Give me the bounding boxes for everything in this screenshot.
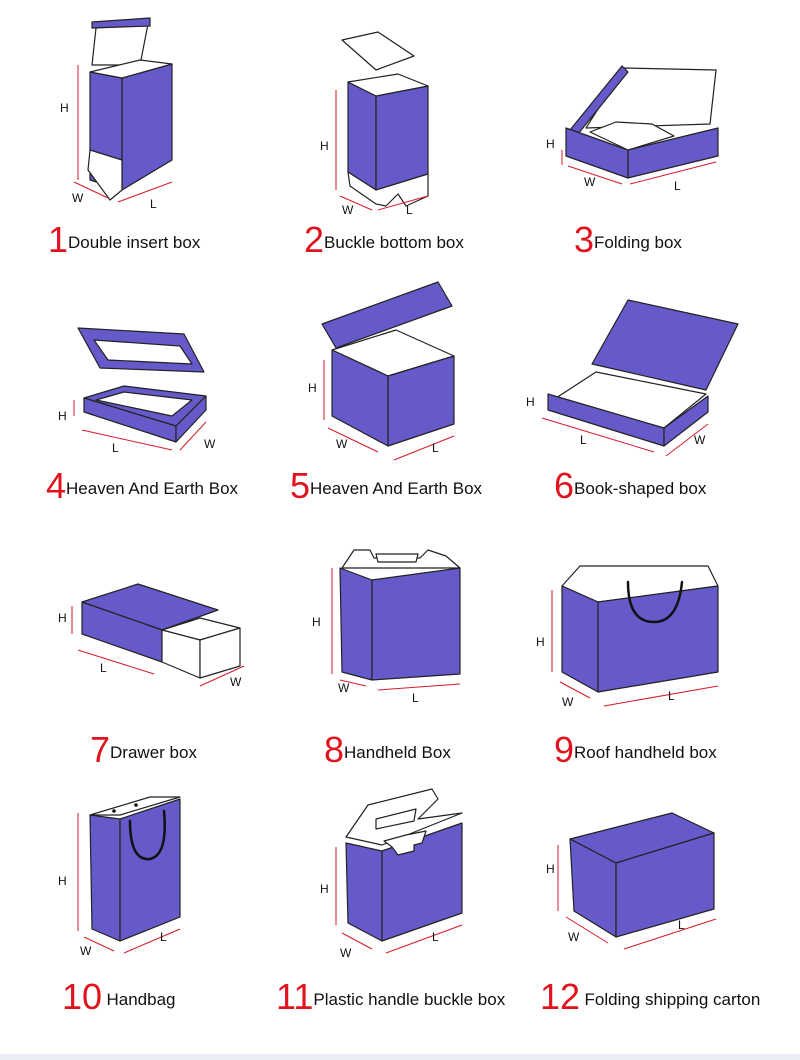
- dim-w: W: [230, 675, 242, 689]
- box-item-11: H W L 11Plastic handle buckle box: [266, 785, 532, 1060]
- box-label: Plastic handle buckle box: [313, 990, 506, 1009]
- box-number: 12: [540, 976, 581, 1017]
- box-item-1: H W L 1Double insert box: [0, 0, 266, 260]
- box-label: Heaven And Earth Box: [310, 479, 483, 498]
- handheld-box-illustration: H W L: [312, 549, 461, 705]
- dim-h: H: [58, 409, 67, 423]
- box-label: Folding box: [594, 233, 682, 252]
- box-item-3: H W L 3Folding box: [532, 0, 798, 260]
- box-caption: 7Drawer box: [90, 732, 197, 768]
- box-item-6: H L W 6Book-shaped box: [526, 260, 798, 510]
- box-caption: 8Handheld Box: [324, 732, 451, 768]
- box-caption: 3Folding box: [574, 222, 682, 258]
- book-shaped-box-illustration: H L W: [526, 299, 739, 457]
- dim-h: H: [58, 611, 67, 625]
- box-number: 11: [276, 976, 314, 1017]
- dim-h: H: [308, 381, 317, 395]
- dim-l: L: [100, 661, 107, 675]
- box-caption: 5Heaven And Earth Box: [290, 468, 482, 504]
- box-caption: 1Double insert box: [48, 222, 200, 258]
- box-item-9: H W L 9Roof handheld box: [532, 510, 798, 785]
- dim-w: W: [338, 681, 350, 695]
- dim-h: H: [526, 395, 535, 409]
- box-number: 7: [90, 729, 111, 770]
- dim-w: W: [204, 437, 216, 451]
- folding-shipping-carton-illustration: H W L: [546, 812, 717, 950]
- box-label: Buckle bottom box: [324, 233, 464, 252]
- box-item-12: H W L 12 Folding shipping carton: [532, 785, 798, 1060]
- box-caption: 9Roof handheld box: [554, 732, 717, 768]
- handbag-illustration: H W L: [58, 796, 181, 958]
- dim-h: H: [58, 874, 67, 888]
- box-number: 3: [574, 219, 595, 260]
- dim-l: L: [580, 433, 587, 447]
- box-item-7: H L W 7Drawer box: [0, 510, 266, 785]
- buckle-bottom-box-illustration: H W L: [320, 31, 429, 217]
- box-number: 5: [290, 465, 311, 506]
- box-label: Double insert box: [68, 233, 201, 252]
- dim-l: L: [150, 197, 157, 211]
- dim-h: H: [60, 101, 69, 115]
- box-item-8: H W L 8Handheld Box: [266, 510, 532, 785]
- dim-h: H: [546, 862, 555, 876]
- box-label: Handbag: [106, 990, 176, 1009]
- box-caption: 4Heaven And Earth Box: [46, 468, 238, 504]
- folding-box-illustration: H W L: [546, 65, 719, 193]
- dim-l: L: [432, 441, 439, 455]
- drawer-box-illustration: H L W: [58, 583, 245, 689]
- box-caption: 11Plastic handle buckle box: [276, 979, 505, 1015]
- heaven-earth-box-illustration-b: H W L: [308, 281, 455, 461]
- box-label: Drawer box: [110, 743, 197, 762]
- dim-w: W: [342, 203, 354, 217]
- box-number: 9: [554, 729, 575, 770]
- roof-handheld-box-illustration: H W L: [536, 565, 719, 709]
- box-caption: 2Buckle bottom box: [304, 222, 464, 258]
- box-label: Book-shaped box: [574, 479, 707, 498]
- box-number: 1: [48, 219, 69, 260]
- dim-w: W: [568, 930, 580, 944]
- dim-h: H: [320, 139, 329, 153]
- dim-w: W: [340, 946, 352, 960]
- dim-l: L: [674, 179, 681, 193]
- dim-h: H: [536, 635, 545, 649]
- dim-l: L: [432, 930, 439, 944]
- box-caption: 12 Folding shipping carton: [540, 979, 760, 1015]
- box-label: Handheld Box: [344, 743, 451, 762]
- dim-h: H: [320, 882, 329, 896]
- box-number: 6: [554, 465, 575, 506]
- heaven-earth-box-illustration-a: H L W: [58, 327, 216, 455]
- box-item-2: H W L 2Buckle bottom box: [266, 0, 532, 260]
- dim-w: W: [336, 437, 348, 451]
- dim-h: H: [546, 137, 555, 151]
- box-label: Heaven And Earth Box: [66, 479, 239, 498]
- dim-w: W: [694, 433, 706, 447]
- box-item-5: H W L 5Heaven And Earth Box: [266, 260, 532, 510]
- box-caption: 10 Handbag: [62, 979, 176, 1015]
- box-number: 2: [304, 219, 325, 260]
- box-item-10: H W L 10 Handbag: [0, 785, 266, 1060]
- dim-w: W: [80, 944, 92, 958]
- plastic-handle-buckle-box-illustration: H W L: [320, 788, 463, 960]
- dim-l: L: [406, 203, 413, 217]
- dim-w: W: [72, 191, 84, 205]
- double-insert-box-illustration: H W L: [60, 17, 173, 211]
- dim-h: H: [312, 615, 321, 629]
- box-number: 10: [62, 976, 103, 1017]
- dim-l: L: [160, 930, 167, 944]
- dim-l: L: [112, 441, 119, 455]
- dim-w: W: [584, 175, 596, 189]
- box-caption: 6Book-shaped box: [554, 468, 706, 504]
- box-number: 8: [324, 729, 345, 770]
- box-number: 4: [46, 465, 67, 506]
- box-item-4: H L W 4Heaven And Earth Box: [0, 260, 266, 510]
- dim-w: W: [562, 695, 574, 709]
- bottom-divider: [0, 1054, 800, 1060]
- dim-l: L: [678, 918, 685, 932]
- box-label: Folding shipping carton: [584, 990, 761, 1009]
- box-label: Roof handheld box: [574, 743, 717, 762]
- dim-l: L: [668, 689, 675, 703]
- dim-l: L: [412, 691, 419, 705]
